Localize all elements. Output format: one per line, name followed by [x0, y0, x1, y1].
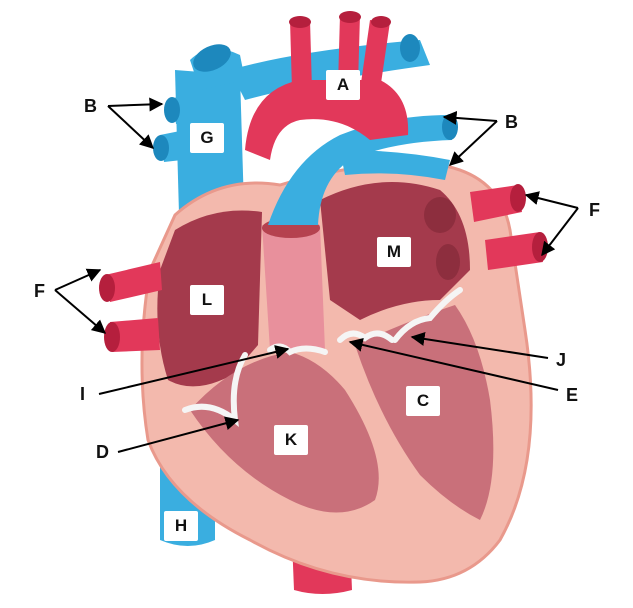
label-g: G	[190, 123, 224, 153]
mitral-valve	[392, 287, 463, 343]
label-a: A	[326, 70, 360, 100]
label-b-left: B	[84, 96, 97, 116]
label-e: E	[566, 385, 579, 405]
pulmonary-trunk	[262, 225, 325, 350]
label-b-right: B	[505, 112, 518, 132]
label-f-right: F	[589, 200, 600, 220]
annotation-arrows	[54, 97, 579, 453]
label-m: M	[377, 237, 411, 267]
label-l: L	[190, 285, 224, 315]
label-k: K	[274, 425, 308, 455]
label-h: H	[164, 511, 198, 541]
label-j: J	[556, 350, 567, 370]
label-i: I	[80, 384, 86, 404]
label-f-left: F	[34, 281, 45, 301]
aortic-valve	[337, 330, 395, 343]
label-d: D	[96, 442, 109, 462]
label-c: C	[406, 386, 440, 416]
pulmonary-artery	[268, 115, 452, 225]
aorta	[245, 80, 409, 160]
